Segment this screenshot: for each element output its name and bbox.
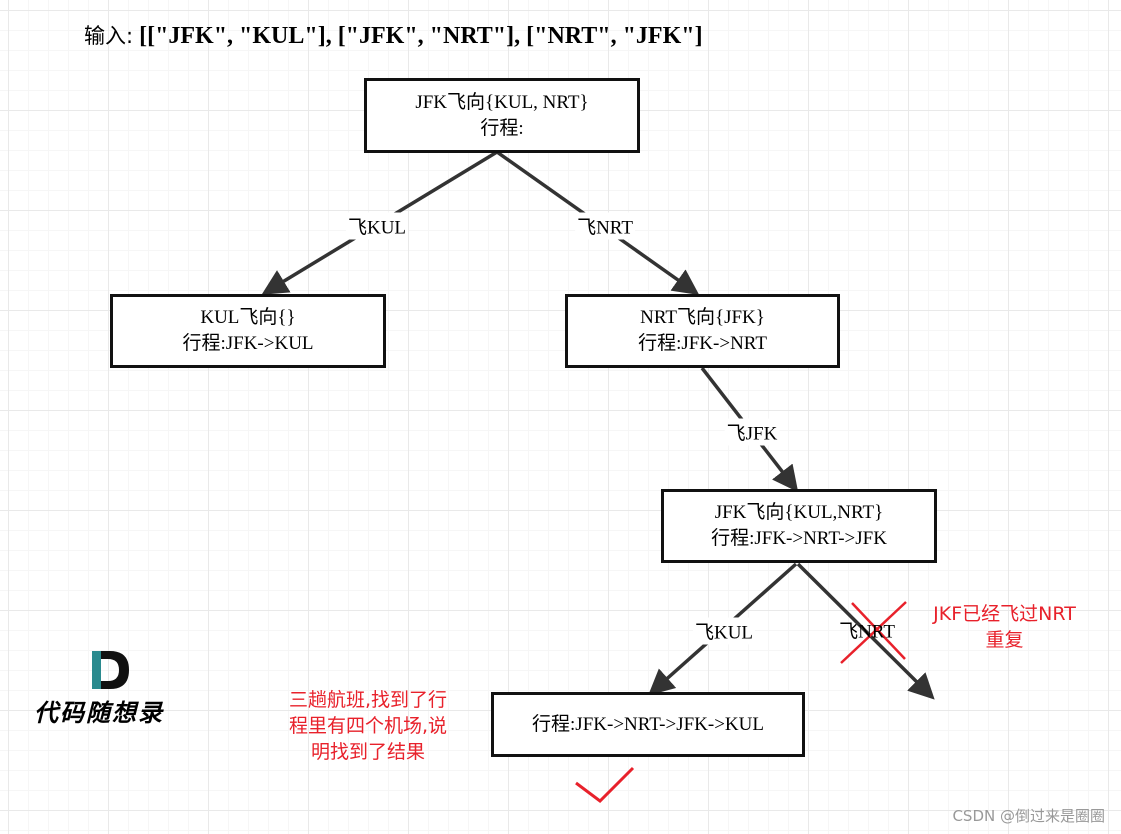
edge-jfk-to-nrt bbox=[796, 562, 935, 700]
note-line: 明找到了结果 bbox=[310, 741, 425, 763]
note-line: 重复 bbox=[985, 629, 1024, 651]
node-line2: 行程:JFK->KUL bbox=[182, 333, 314, 354]
check-mark bbox=[575, 766, 635, 803]
logo-d-icon bbox=[92, 651, 129, 689]
input-title: 输入: [["JFK", "KUL"], ["JFK", "NRT"], ["N… bbox=[84, 20, 703, 50]
node-root: JFK飞向{KUL, NRT} 行程: bbox=[364, 78, 640, 153]
node-line1: KUL飞向{} bbox=[200, 307, 296, 328]
edge-label-nrt-2: 飞NRT bbox=[839, 621, 895, 643]
edge-label-jfk: 飞JFK bbox=[724, 418, 780, 446]
node-line2: 行程:JFK->NRT->JFK bbox=[711, 528, 887, 549]
node-line1: NRT飞向{JFK} bbox=[640, 307, 765, 328]
input-label: 输入: bbox=[84, 24, 134, 48]
edge-label-kul-2: 飞KUL bbox=[692, 617, 756, 645]
edge-label-kul: 飞KUL bbox=[345, 212, 409, 240]
node-line1: JFK飞向{KUL, NRT} bbox=[415, 91, 589, 113]
note-line: 程里有四个机场,说 bbox=[288, 715, 448, 737]
cross-mark bbox=[840, 601, 907, 664]
node-kul: KUL飞向{} 行程:JFK->KUL bbox=[110, 294, 386, 368]
node-line2: 行程:JFK->NRT bbox=[638, 333, 767, 354]
note-line: JKF已经飞过NRT bbox=[933, 603, 1076, 625]
input-value: [["JFK", "KUL"], ["JFK", "NRT"], ["NRT",… bbox=[139, 23, 703, 49]
node-jfk-second: JFK飞向{KUL,NRT} 行程:JFK->NRT->JFK bbox=[661, 489, 937, 563]
node-line2: 行程: bbox=[480, 117, 524, 139]
result-note: 三趟航班,找到了行 程里有四个机场,说 明找到了结果 bbox=[262, 687, 474, 765]
node-nrt: NRT飞向{JFK} 行程:JFK->NRT bbox=[565, 294, 840, 368]
logo-text: 代码随想录 bbox=[34, 698, 164, 727]
duplicate-note: JKF已经飞过NRT 重复 bbox=[912, 601, 1097, 653]
edge-label-nrt: 飞NRT bbox=[575, 212, 635, 240]
node-line1: JFK飞向{KUL,NRT} bbox=[714, 502, 884, 523]
watermark: CSDN @倒过来是圈圈 bbox=[952, 807, 1105, 825]
node-line1: 行程:JFK->NRT->JFK->KUL bbox=[532, 713, 764, 735]
note-line: 三趟航班,找到了行 bbox=[288, 689, 448, 711]
node-result: 行程:JFK->NRT->JFK->KUL bbox=[491, 692, 805, 757]
